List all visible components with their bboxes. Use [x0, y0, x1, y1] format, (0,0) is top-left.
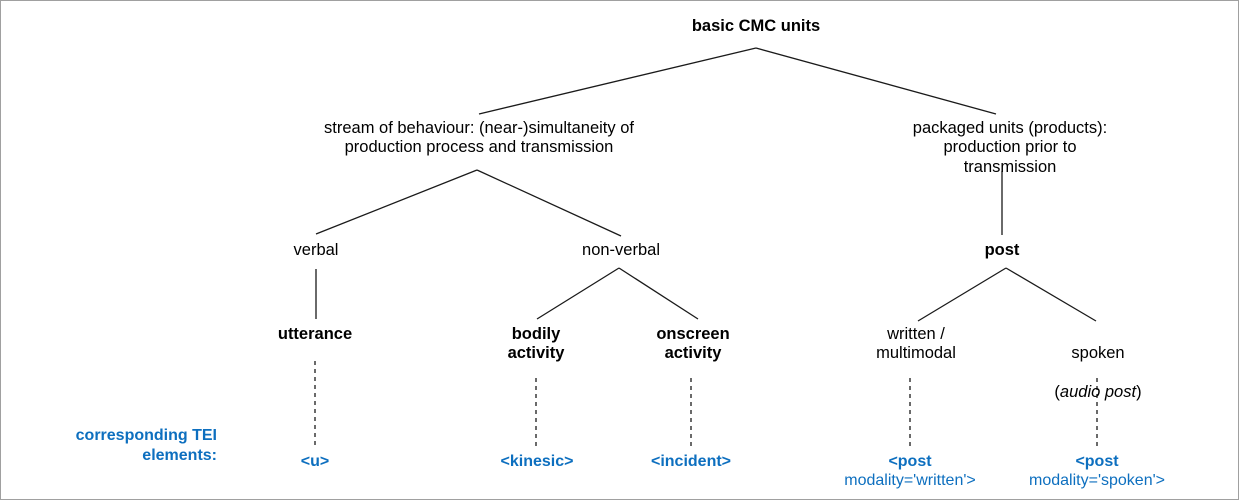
node-bodily-activity: bodily activity — [507, 325, 565, 363]
edge-stream-to-nonverbal — [476, 169, 622, 237]
node-spoken-audio-post: spoken (audio post) — [1054, 325, 1141, 422]
edge-root-to-packaged — [755, 47, 997, 115]
paren-open: ( — [1054, 383, 1060, 402]
node-stream-of-behaviour: stream of behaviour: (near-)simultaneity… — [324, 119, 634, 157]
edge-post-to-written — [917, 267, 1007, 322]
edge-nonverbal-to-bodily — [536, 267, 620, 320]
tei-elements-caption: corresponding TEI elements: — [75, 427, 217, 464]
paren-close: ) — [1136, 383, 1142, 402]
tei-element-post-spoken: <post modality='spoken'> — [1029, 452, 1165, 490]
tei-element-u: <u> — [300, 453, 330, 470]
tei-element-incident: <incident> — [650, 453, 732, 470]
audio-post-italic: audio post — [1059, 383, 1137, 402]
tei-element-kinesic: <kinesic> — [500, 453, 574, 470]
node-spoken-label: spoken — [1071, 344, 1125, 363]
edge-stream-to-verbal — [315, 169, 478, 235]
node-non-verbal: non-verbal — [582, 241, 660, 259]
tei-element-post-written: <post modality='written'> — [844, 452, 976, 490]
node-onscreen-activity: onscreen activity — [656, 325, 730, 363]
node-packaged-units: packaged units (products): production pr… — [912, 119, 1108, 176]
node-written-multimodal: written / multimodal — [876, 325, 956, 363]
edge-root-to-stream — [478, 47, 757, 115]
node-basic-cmc-units: basic CMC units — [691, 17, 821, 35]
node-audio-post-label: (audio post) — [1054, 383, 1141, 402]
node-utterance: utterance — [277, 325, 353, 343]
tei-post-written-head: <post — [888, 453, 932, 470]
tei-post-written-attr: modality='written'> — [844, 472, 976, 490]
node-verbal: verbal — [293, 241, 339, 259]
tei-post-spoken-head: <post — [1075, 453, 1119, 470]
tei-post-spoken-attr: modality='spoken'> — [1029, 472, 1165, 490]
edge-nonverbal-to-onscreen — [618, 267, 699, 320]
edge-post-to-spoken — [1005, 267, 1097, 322]
node-post: post — [984, 241, 1020, 259]
